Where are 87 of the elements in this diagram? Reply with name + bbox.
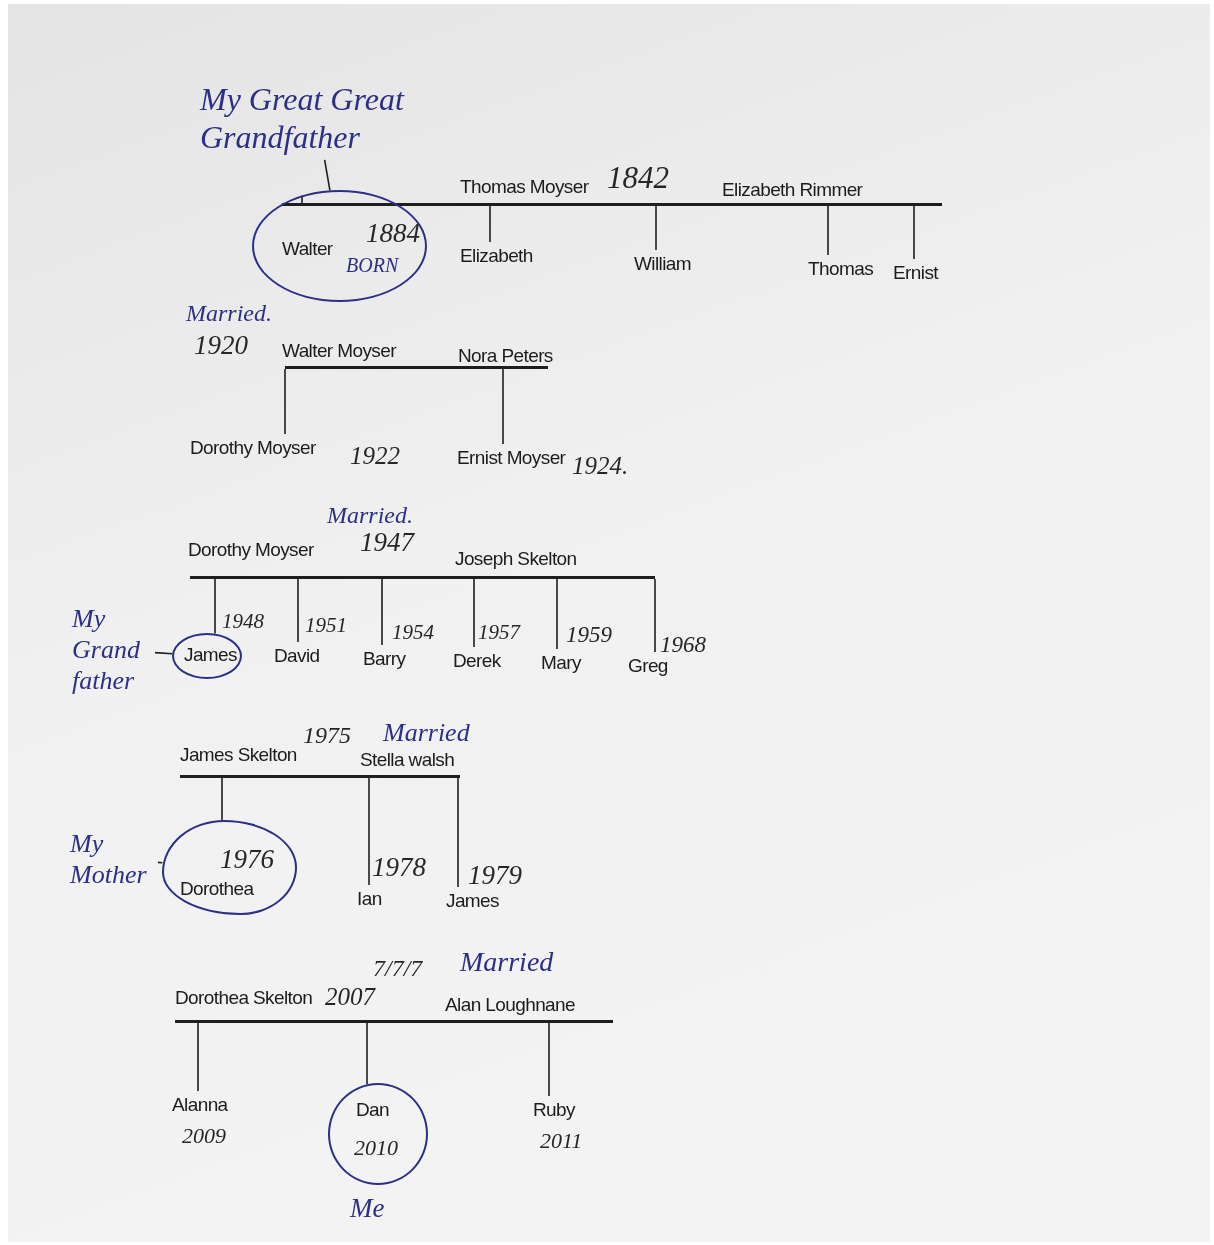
marriage-year: 1920 <box>194 330 248 362</box>
wedding-date: 7/7/7 <box>373 955 423 983</box>
descent-line <box>197 1022 199 1092</box>
circled-person <box>328 1083 428 1185</box>
handwritten-note: Me <box>350 1193 385 1225</box>
person-name: Thomas <box>808 258 874 280</box>
parent-name: Dorothea Skelton <box>175 987 313 1009</box>
person-name: James <box>446 890 499 912</box>
descent-line <box>548 1022 550 1097</box>
parent-name: Joseph Skelton <box>455 548 577 570</box>
person-name: Ernist Moyser <box>457 447 566 469</box>
handwritten-note: My Grand father <box>72 603 152 697</box>
person-name: Ernist <box>893 262 938 284</box>
parent-name: Thomas Moyser <box>460 176 589 198</box>
person-name: William <box>634 253 691 275</box>
leader-line <box>154 651 173 655</box>
descent-line <box>221 777 223 822</box>
descent-line <box>368 777 370 886</box>
parent-name: Walter Moyser <box>282 340 396 362</box>
birth-year: 1978 <box>372 852 426 884</box>
parent-name: Nora Peters <box>458 345 553 367</box>
handwritten-note: My Mother <box>70 828 155 891</box>
birth-year: 1948 <box>222 609 264 634</box>
family-line <box>175 1020 613 1023</box>
descent-line <box>556 578 558 650</box>
family-line <box>180 775 460 778</box>
marriage-year: 1842 <box>607 160 669 196</box>
descent-line <box>502 368 504 445</box>
descent-line <box>489 205 491 243</box>
descent-line <box>913 205 915 260</box>
parent-name: Elizabeth Rimmer <box>722 179 863 201</box>
descent-line <box>457 777 459 888</box>
descent-line <box>655 205 657 251</box>
descent-line <box>827 205 829 256</box>
descent-line <box>654 578 656 653</box>
birth-year: 1954 <box>392 620 434 645</box>
person-name: Mary <box>541 652 581 674</box>
person-name: Ian <box>357 888 382 910</box>
person-name: David <box>274 645 320 667</box>
circled-person <box>252 190 427 302</box>
descent-line <box>381 578 383 646</box>
family-line <box>282 203 942 206</box>
handwritten-note: Married. <box>186 300 272 328</box>
marriage-year: 1975 <box>303 722 351 750</box>
descent-line <box>366 1022 368 1086</box>
birth-year: 1959 <box>566 622 612 649</box>
birth-year: 2011 <box>540 1128 583 1154</box>
leader-line <box>323 159 331 192</box>
handwritten-note: Married <box>460 946 554 979</box>
person-name: Dan <box>356 1099 390 1121</box>
parent-name: Stella walsh <box>360 749 455 771</box>
birth-year: 1957 <box>478 620 520 645</box>
handwritten-note: Married. <box>327 502 413 530</box>
birth-year: 1979 <box>468 860 522 892</box>
person-name: Elizabeth <box>460 245 533 267</box>
handwritten-note: BORN <box>346 254 399 277</box>
circled-person <box>162 820 297 915</box>
person-name: James <box>184 644 237 666</box>
person-name: Alanna <box>172 1094 228 1116</box>
parent-name: Alan Loughnane <box>445 994 575 1016</box>
handwritten-note: Married <box>383 718 470 748</box>
marriage-year: 1947 <box>360 527 414 559</box>
person-name: Walter <box>282 238 333 260</box>
birth-year: 1884 <box>366 218 420 250</box>
birth-year: 1922 <box>350 442 400 471</box>
birth-year: 2010 <box>354 1135 398 1161</box>
descent-line <box>284 368 286 435</box>
person-name: Barry <box>363 648 406 670</box>
birth-year: 1951 <box>305 613 347 638</box>
descent-line <box>297 578 299 643</box>
birth-year: 1924. <box>572 452 629 481</box>
parent-name: Dorothy Moyser <box>188 539 314 561</box>
person-name: Dorothy Moyser <box>190 437 316 459</box>
marriage-year: 2007 <box>325 983 375 1012</box>
family-line <box>285 366 548 369</box>
leader-line <box>157 861 164 864</box>
person-name: Derek <box>453 650 501 672</box>
person-name: Dorothea <box>180 878 254 900</box>
birth-year: 1976 <box>220 844 274 876</box>
birth-year: 2009 <box>182 1123 226 1149</box>
descent-line <box>214 578 216 635</box>
family-line <box>190 576 655 579</box>
descent-line <box>473 578 475 648</box>
person-name: Ruby <box>533 1099 575 1121</box>
handwritten-note: My Great Great Grandfather <box>200 80 435 157</box>
parent-name: James Skelton <box>180 744 297 766</box>
circled-person <box>172 633 242 679</box>
